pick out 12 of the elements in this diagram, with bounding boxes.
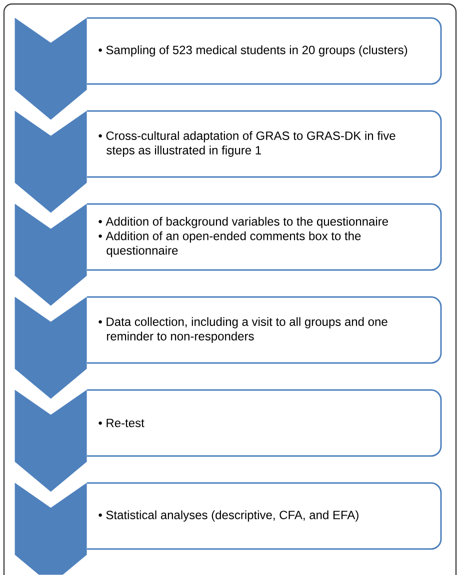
chevron-arrow: [14, 18, 87, 120]
chevron-arrow: [14, 390, 87, 492]
chevron-arrow: [14, 204, 87, 306]
chevron-arrow: [14, 110, 87, 213]
step-box: • Cross-cultural adaptation of GRAS to GRAS-DK in five steps as illustrated in figure 1: [86, 110, 442, 178]
step-box: • Statistical analyses (descriptive, CFA, and EFA): [86, 482, 442, 550]
step-box: • Addition of background variables to the questionnaire • Addition of an open-ended comments box to the questionnaire: [86, 203, 442, 271]
step-box: • Sampling of 523 medical students in 20 groups (clusters): [86, 17, 442, 85]
chevron-arrow: [14, 482, 87, 575]
step-box: • Data collection, including a visit to all groups and one reminder to non-responders: [86, 296, 442, 364]
chevron-arrow: [14, 296, 87, 399]
step-box: • Re-test: [86, 389, 442, 457]
